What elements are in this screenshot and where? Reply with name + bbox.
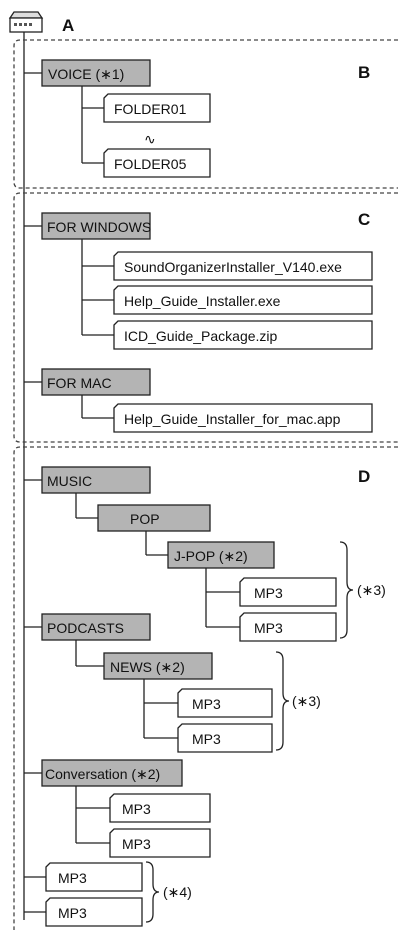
label-b: B: [358, 63, 370, 82]
file-mp3-news-2: MP3: [177, 723, 273, 753]
svg-text:MUSIC: MUSIC: [47, 473, 92, 489]
folder-range-ellipsis: ∿: [144, 131, 156, 147]
svg-text:MP3: MP3: [122, 836, 151, 852]
file-help-guide-installer-mac: Help_Guide_Installer_for_mac.app: [113, 403, 373, 433]
svg-text:SoundOrganizerInstaller_V140.e: SoundOrganizerInstaller_V140.exe: [124, 259, 342, 275]
svg-text:PODCASTS: PODCASTS: [47, 620, 124, 636]
svg-text:MP3: MP3: [192, 731, 221, 747]
note-jpop: (∗3): [357, 582, 386, 598]
folder-jpop: J-POP (∗2): [167, 541, 275, 569]
folder-podcasts: PODCASTS: [41, 613, 151, 641]
file-mp3-jpop-1: MP3: [239, 577, 337, 607]
file-mp3-conversation-1: MP3: [109, 793, 211, 823]
folder-news: NEWS (∗2): [103, 652, 213, 680]
bracket-news: [275, 651, 290, 751]
svg-text:MP3: MP3: [192, 696, 221, 712]
svg-text:FOLDER01: FOLDER01: [114, 101, 187, 117]
file-help-guide-installer: Help_Guide_Installer.exe: [113, 285, 373, 315]
folder-folder01: FOLDER01: [103, 93, 211, 123]
section-d-frame: [13, 446, 398, 930]
file-mp3-conversation-2: MP3: [109, 828, 211, 858]
svg-text:POP: POP: [130, 511, 160, 527]
folder-conversation: Conversation (∗2): [41, 759, 183, 787]
svg-text:J-POP (∗2): J-POP (∗2): [174, 548, 248, 564]
bracket-jpop: [339, 541, 354, 639]
folder-for-windows: FOR WINDOWS: [41, 212, 151, 240]
section-c-frame: [13, 192, 398, 443]
svg-text:ICD_Guide_Package.zip: ICD_Guide_Package.zip: [124, 328, 278, 344]
svg-text:MP3: MP3: [254, 620, 283, 636]
file-icd-guide-package: ICD_Guide_Package.zip: [113, 320, 373, 350]
svg-text:MP3: MP3: [58, 870, 87, 886]
note-root: (∗4): [163, 884, 192, 900]
folder-for-mac: FOR MAC: [41, 368, 151, 396]
label-c: C: [358, 210, 370, 229]
bracket-root: [145, 861, 160, 923]
file-mp3-root-1: MP3: [45, 862, 143, 892]
svg-text:MP3: MP3: [122, 801, 151, 817]
svg-text:MP3: MP3: [58, 905, 87, 921]
svg-text:FOLDER05: FOLDER05: [114, 156, 187, 172]
svg-text:Help_Guide_Installer.exe: Help_Guide_Installer.exe: [124, 293, 281, 309]
device-root-icon: [8, 11, 44, 33]
section-b-frame: [13, 39, 398, 189]
folder-folder05: FOLDER05: [103, 148, 211, 178]
svg-text:FOR WINDOWS: FOR WINDOWS: [47, 219, 151, 235]
label-a: A: [62, 16, 74, 35]
svg-text:Conversation (∗2): Conversation (∗2): [45, 766, 160, 782]
folder-pop: POP: [97, 504, 211, 532]
svg-text:FOR MAC: FOR MAC: [47, 375, 112, 391]
svg-text:MP3: MP3: [254, 585, 283, 601]
file-mp3-news-1: MP3: [177, 688, 273, 718]
svg-text:Help_Guide_Installer_for_mac.a: Help_Guide_Installer_for_mac.app: [124, 411, 341, 427]
svg-text:VOICE (∗1): VOICE (∗1): [48, 66, 124, 82]
svg-text:NEWS (∗2): NEWS (∗2): [110, 659, 185, 675]
note-news: (∗3): [292, 693, 321, 709]
file-mp3-root-2: MP3: [45, 897, 143, 927]
folder-music: MUSIC: [41, 466, 151, 494]
file-mp3-jpop-2: MP3: [239, 612, 337, 642]
file-soundorganizer-installer: SoundOrganizerInstaller_V140.exe: [113, 251, 373, 281]
label-d: D: [358, 467, 370, 486]
folder-voice: VOICE (∗1): [41, 59, 151, 87]
